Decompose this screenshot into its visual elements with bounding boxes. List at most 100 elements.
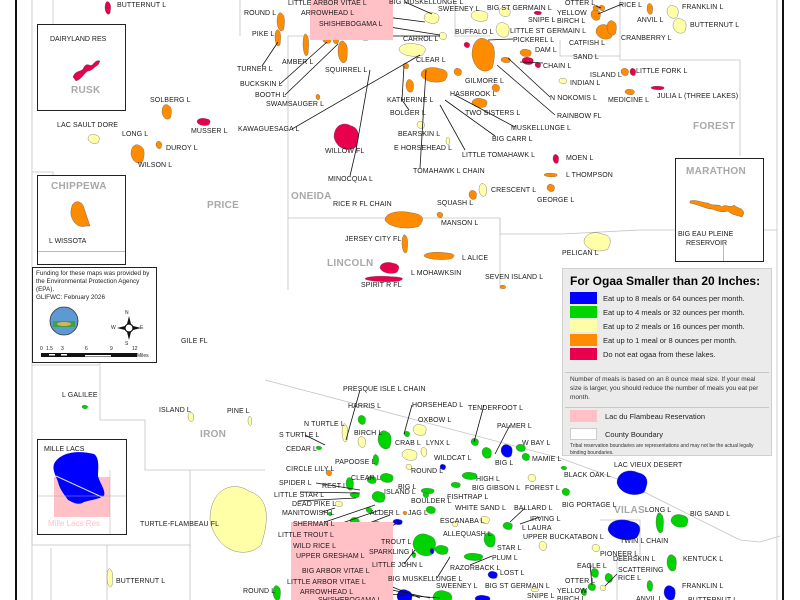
- lake-muskellunge-l-shape[interactable]: [491, 84, 500, 92]
- lake-little-fork-l-shape[interactable]: [629, 68, 636, 76]
- lake-label-oxbow-l[interactable]: OXBOW L: [418, 417, 452, 424]
- lake-label-presque-isle-l-chain[interactable]: PRESQUE ISLE L CHAIN: [343, 386, 426, 393]
- lake-l-thompson-shape[interactable]: [543, 172, 558, 177]
- lake-scattering-rice-l-shape[interactable]: [599, 585, 606, 591]
- lake-cedar-l-shape[interactable]: [315, 445, 322, 450]
- lake-label-boulder-l[interactable]: BOULDER L: [411, 498, 452, 505]
- lake-label-e-horsehead-l[interactable]: E HORSEHEAD L: [394, 145, 453, 152]
- lake-label-butternut-l[interactable]: BUTTERNUT L: [688, 597, 737, 600]
- lake-label-clear-l[interactable]: CLEAR L: [351, 475, 381, 482]
- lake-label-n-turtle-l[interactable]: N TURTLE L: [304, 421, 345, 428]
- lake-label-snipe-l[interactable]: SNIPE L: [527, 593, 555, 600]
- lake-label-wildcat-l[interactable]: WILDCAT L: [434, 455, 472, 462]
- lake-gilmore-l-shape[interactable]: [471, 38, 495, 72]
- lake-n-nokomis-l-shape[interactable]: [500, 57, 511, 63]
- lake-label-snipe-l[interactable]: SNIPE L: [528, 17, 556, 24]
- lake-birch-l-shape[interactable]: [357, 436, 366, 448]
- lake-label-little-arbor-vitae-l[interactable]: LITTLE ARBOR VITAE L: [287, 579, 366, 586]
- lake-yellow-birch-l-shape[interactable]: [590, 9, 601, 21]
- lake-julia-l-three-lakes-shape[interactable]: [650, 85, 665, 90]
- lake-label-butternut-l[interactable]: BUTTERNUT L: [117, 2, 167, 9]
- lake-mamie-l-shape[interactable]: [521, 453, 530, 461]
- lake-label-big-l[interactable]: BIG L: [495, 460, 514, 467]
- lake-label-arrowhead-l[interactable]: ARROWHEAD L: [301, 10, 355, 17]
- lake-label-l-galilee[interactable]: L GALILEE: [62, 392, 98, 399]
- lake-big-st-germain-l-shape[interactable]: [498, 7, 511, 17]
- lake-little-star-l-shape[interactable]: [349, 492, 360, 498]
- lake-label-kentuck-l[interactable]: KENTUCK L: [683, 556, 724, 563]
- lake-long-l-shape[interactable]: [130, 144, 145, 164]
- lake-label-round-l[interactable]: ROUND L: [243, 588, 276, 595]
- lake-butternut-l-shape[interactable]: [106, 568, 113, 588]
- lake-label-tomahawk-l-chain[interactable]: TOMAHAWK L CHAIN: [413, 168, 485, 175]
- lake-sand-l-shape[interactable]: [521, 57, 534, 65]
- lake-label-little-john-l[interactable]: LITTLE JOHN L: [372, 562, 424, 569]
- lake-big-portage-l-shape[interactable]: [561, 488, 570, 496]
- lake-boulder-l-shape[interactable]: [422, 492, 429, 498]
- lake-label-big-portage-l[interactable]: BIG PORTAGE L: [562, 502, 617, 509]
- lake-l-mohawksin-shape[interactable]: [379, 262, 399, 274]
- lake-label-buckskin-l[interactable]: BUCKSKIN L: [240, 81, 283, 88]
- lake-carrol-l-shape[interactable]: [438, 32, 447, 40]
- lake-label-otter-l[interactable]: OTTER L: [565, 578, 596, 585]
- lake-label-crab-l[interactable]: CRAB L: [395, 440, 421, 447]
- lake-label-l-alice[interactable]: L ALICE: [462, 255, 489, 262]
- lake-label-circle-lily-l[interactable]: CIRCLE LILY L: [286, 466, 335, 473]
- lake-label-kawaguesaga-l[interactable]: KAWAGUESAGA L: [238, 126, 300, 133]
- lake-two-sisters-l-shape[interactable]: [471, 98, 488, 108]
- lake-big-sand-l-shape[interactable]: [670, 514, 689, 528]
- lake-label-round-l[interactable]: ROUND L: [244, 10, 277, 17]
- lake-label-pine-l[interactable]: PINE L: [227, 408, 250, 415]
- lake-squirrel-l-shape[interactable]: [337, 40, 348, 63]
- lake-label-moen-l[interactable]: MOEN L: [566, 155, 594, 162]
- lake-squash-l-shape[interactable]: [468, 190, 477, 200]
- lake-label-george-l[interactable]: GEORGE L: [537, 197, 575, 204]
- lake-franklin-l-shape[interactable]: [663, 585, 676, 600]
- lake-label-clear-l[interactable]: CLEAR L: [416, 57, 446, 64]
- lake-upper-gresham-l-shape[interactable]: [392, 519, 403, 525]
- lake-label-lynx-l[interactable]: LYNX L: [426, 440, 451, 447]
- lake-star-l-shape[interactable]: [483, 532, 496, 548]
- lake-lac-vieux-desert-shape[interactable]: [616, 470, 648, 495]
- lake-label-pioneer-l[interactable]: PIONEER L: [600, 551, 639, 558]
- lake-duroy-l-shape[interactable]: [155, 141, 162, 149]
- lake-george-l-shape[interactable]: [546, 184, 555, 192]
- lake-label-plum-l[interactable]: PLUM L: [492, 555, 518, 562]
- lake-spirit-r-fl-shape[interactable]: [364, 276, 403, 282]
- lake-label-eagle-l[interactable]: EAGLE L: [577, 563, 607, 570]
- lake-label-scattering-rice-l[interactable]: SCATTERING RICE L: [618, 567, 664, 582]
- lake-w-bay-l-shape[interactable]: [515, 444, 526, 452]
- lake-label-razorback-l[interactable]: RAZORBACK L: [450, 565, 501, 572]
- lake-label-l-thompson[interactable]: L THOMPSON: [566, 172, 613, 179]
- lake-label-booth-l[interactable]: BOOTH L: [255, 92, 287, 99]
- lake-anvil-l-shape[interactable]: [646, 3, 653, 15]
- lake-label-musser-l[interactable]: MUSSER L: [191, 128, 228, 135]
- lake-amber-l-shape[interactable]: [302, 33, 309, 56]
- lake-label-buffalo-l[interactable]: BUFFALO L: [455, 29, 494, 36]
- lake-label-jersey-city-fl[interactable]: JERSEY CITY FL: [345, 236, 402, 243]
- lake-label-island-l[interactable]: ISLAND L: [384, 489, 416, 496]
- lake-rice-l-shape[interactable]: [598, 5, 605, 11]
- lake-circle-lily-l-shape[interactable]: [325, 470, 332, 476]
- lake-label-n-nokomis-l[interactable]: N NOKOMIS L: [550, 95, 597, 102]
- lake-label-little-st-germain-l[interactable]: LITTLE ST GERMAIN L: [510, 28, 587, 35]
- lake-label-pickerel-l[interactable]: PICKEREL L: [513, 37, 555, 44]
- lake-anvil-l-shape[interactable]: [646, 580, 653, 592]
- lake-butternut-l-shape[interactable]: [104, 1, 111, 15]
- lake-label-palmer-l[interactable]: PALMER L: [497, 423, 532, 430]
- lake-little-st-germain-l-shape[interactable]: [495, 22, 510, 38]
- lake-big-l-shape[interactable]: [379, 473, 394, 483]
- lake-label-big-muskellunge-l[interactable]: BIG MUSKELLUNGE L: [388, 576, 463, 583]
- lake-label-anvil-l[interactable]: ANVIL L: [636, 596, 663, 600]
- lake-crab-l-shape[interactable]: [401, 449, 418, 461]
- lake-presque-isle-l-chain-shape[interactable]: [377, 430, 392, 450]
- lake-clear-l-shape[interactable]: [398, 43, 426, 57]
- lake-label-big-gibson-l[interactable]: BIG GIBSON L: [472, 485, 521, 492]
- lake-pine-l-shape[interactable]: [247, 416, 252, 426]
- lake-label-allequash-l[interactable]: ALLEQUASH L: [443, 531, 492, 538]
- lake-label-deerskin-l[interactable]: DEERSKIN L: [613, 556, 656, 563]
- lake-label-wilson-l[interactable]: WILSON L: [138, 162, 173, 169]
- lake-big-l-shape[interactable]: [500, 444, 513, 458]
- lake-wildcat-l-shape[interactable]: [439, 464, 446, 470]
- lake-label-big-carr-l[interactable]: BIG CARR L: [492, 136, 533, 143]
